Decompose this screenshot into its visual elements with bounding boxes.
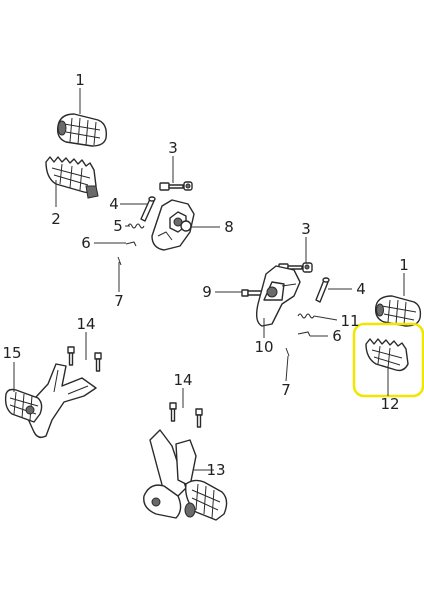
callout-13: 13 bbox=[206, 461, 225, 479]
callout-6: 6 bbox=[81, 234, 91, 252]
callout-5: 5 bbox=[113, 217, 123, 235]
part-6-clip-left bbox=[125, 241, 137, 247]
callout-8: 8 bbox=[224, 218, 234, 236]
part-4-pin-left bbox=[140, 196, 156, 222]
callout-1: 1 bbox=[75, 71, 85, 89]
part-11-spring bbox=[297, 313, 315, 319]
callout-12: 12 bbox=[380, 395, 399, 413]
callout-9: 9 bbox=[202, 283, 212, 301]
part-6-clip-right bbox=[297, 331, 311, 337]
leader-lines bbox=[13, 88, 405, 471]
callout-labels: 1 2 3 4 5 6 7 8 3 1 9 4 11 10 6 7 12 14 … bbox=[2, 71, 408, 479]
part-14-bolts-right bbox=[169, 402, 203, 428]
part-1-footpeg-top-right bbox=[374, 295, 422, 327]
callout-7: 7 bbox=[114, 292, 124, 310]
part-1-footpeg-top bbox=[56, 113, 108, 147]
callout-14-right: 14 bbox=[173, 371, 192, 389]
part-14-bolts-left bbox=[67, 346, 102, 372]
part-8-bracket bbox=[151, 199, 195, 251]
part-5-spring bbox=[127, 223, 145, 229]
callout-3: 3 bbox=[168, 139, 178, 157]
callout-4: 4 bbox=[109, 195, 119, 213]
part-4-pin-right bbox=[315, 277, 330, 303]
part-9-bolt bbox=[241, 289, 263, 297]
callout-10: 10 bbox=[254, 338, 273, 356]
callout-7-right: 7 bbox=[281, 381, 291, 399]
part-7-cotter-right bbox=[285, 347, 290, 357]
part-2-footpeg-serrated bbox=[45, 156, 99, 199]
callout-1-right: 1 bbox=[399, 256, 409, 274]
part-12-footpeg-serrated bbox=[365, 338, 409, 372]
callout-15: 15 bbox=[2, 344, 21, 362]
callout-11: 11 bbox=[340, 312, 359, 330]
part-15-rear-footpeg-bracket bbox=[4, 363, 97, 439]
callout-6-right: 6 bbox=[332, 327, 342, 345]
part-10-bracket bbox=[255, 265, 301, 327]
part-13-rear-footpeg-bracket bbox=[143, 429, 228, 521]
callout-2: 2 bbox=[51, 210, 61, 228]
callout-14: 14 bbox=[76, 315, 95, 333]
part-7-cotter-left bbox=[117, 256, 122, 266]
callout-4-right: 4 bbox=[356, 280, 366, 298]
part-3-bolts-left bbox=[159, 181, 193, 191]
callout-3-right: 3 bbox=[301, 220, 311, 238]
